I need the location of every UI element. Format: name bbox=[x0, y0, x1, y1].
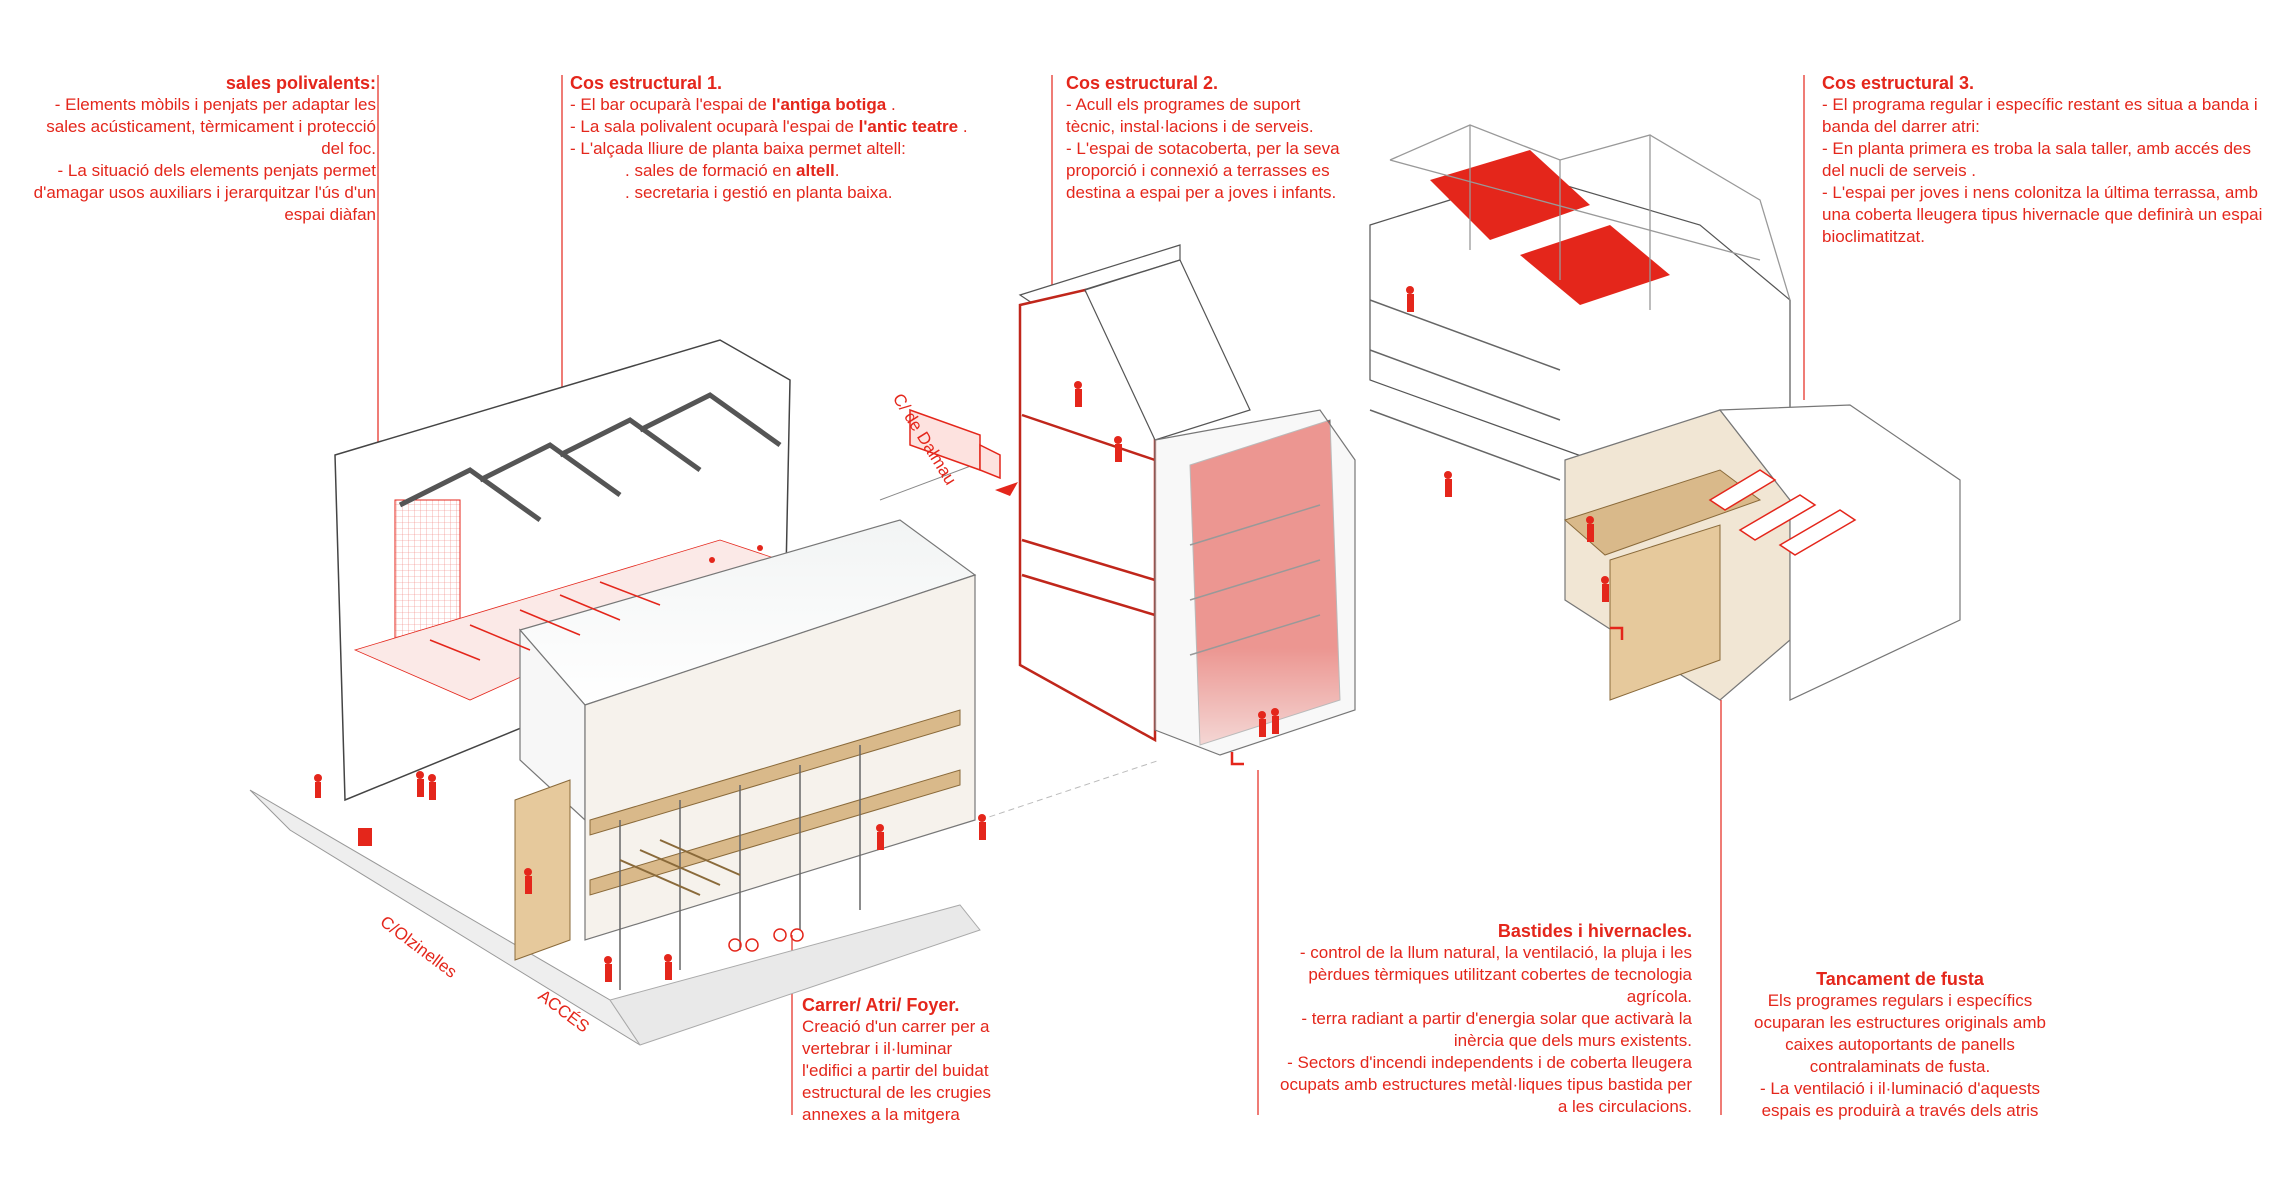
carrer-line: Creació d'un carrer per a bbox=[802, 1017, 990, 1036]
sales-polivalents-line: sales acústicament, tèrmicament i protec… bbox=[46, 117, 376, 136]
street-arrow bbox=[995, 482, 1018, 496]
building-3-workshop bbox=[1369, 124, 1961, 701]
cos3-line: - El programa regular i específic restan… bbox=[1822, 95, 2258, 114]
sales-polivalents-line: - Elements mòbils i penjats per adaptar … bbox=[54, 95, 376, 114]
cos3-line: del nucli de serveis . bbox=[1822, 161, 1977, 180]
sales-polivalents-line: d'amagar usos auxiliars i jerarquitzar l… bbox=[33, 183, 376, 202]
cos3-title: Cos estructural 3. bbox=[1822, 73, 1975, 93]
cos1-line-5: . secretaria i gestió en planta baixa. bbox=[625, 183, 893, 202]
bastides-line: a les circulacions. bbox=[1557, 1097, 1692, 1116]
cos3-line: banda del darrer atri: bbox=[1822, 117, 1980, 136]
cos3-line: bioclimatitzat. bbox=[1822, 227, 1925, 246]
cos1-line-2: - La sala polivalent ocuparà l'espai de … bbox=[570, 117, 968, 136]
tancament-title: Tancament de fusta bbox=[1816, 969, 1984, 989]
sales-polivalents-line: - La situació dels elements penjats perm… bbox=[57, 161, 376, 180]
cos1-line-4: . sales de formació en altell. bbox=[625, 161, 840, 180]
cos-estructural-3-note: Cos estructural 3. - El programa regular… bbox=[1822, 72, 2262, 248]
carrer-line: l'edifici a partir del buidat bbox=[802, 1061, 989, 1080]
sales-polivalents-title: sales polivalents: bbox=[225, 73, 376, 93]
bastides-line: - terra radiant a partir d'energia solar… bbox=[1301, 1009, 1692, 1028]
cos2-line: proporció i connexió a terrasses es bbox=[1066, 161, 1330, 180]
sales-polivalents-note: sales polivalents: - Elements mòbils i p… bbox=[20, 72, 376, 226]
bastides-line: pèrdues tèrmiques utilitzant cobertes de… bbox=[1308, 965, 1692, 984]
cos3-line: - L'espai per joves i nens colonitza la … bbox=[1822, 183, 2259, 202]
carrer-title: Carrer/ Atri/ Foyer. bbox=[802, 995, 960, 1015]
bastides-line: agrícola. bbox=[1626, 987, 1692, 1006]
tancament-line: contralaminats de fusta. bbox=[1809, 1057, 1991, 1076]
cos3-line: - En planta primera es troba la sala tal… bbox=[1822, 139, 2251, 158]
carrer-atri-foyer-note: Carrer/ Atri/ Foyer. Creació d'un carrer… bbox=[802, 994, 1062, 1126]
sales-polivalents-line: del foc. bbox=[321, 139, 376, 158]
cos2-line: - L'espai de sotacoberta, per la seva bbox=[1066, 139, 1340, 158]
tancament-line: ocuparan les estructures originals amb bbox=[1754, 1013, 2046, 1032]
bastides-line: - Sectors d'incendi independents i de co… bbox=[1287, 1053, 1692, 1072]
cos2-title: Cos estructural 2. bbox=[1066, 73, 1219, 93]
bastides-line: ocupats amb estructures metàl·liques tip… bbox=[1280, 1075, 1692, 1094]
carrer-line: estructural de les crugies bbox=[802, 1083, 991, 1102]
bastides-line: - control de la llum natural, la ventila… bbox=[1299, 943, 1692, 962]
cos-estructural-2-note: Cos estructural 2. - Acull els programes… bbox=[1066, 72, 1396, 204]
cos3-line: una coberta lleugera tipus hivernacle qu… bbox=[1822, 205, 2263, 224]
tancament-fusta-note: Tancament de fusta Els programes regular… bbox=[1730, 968, 2070, 1122]
tancament-line: caixes autoportants de panells bbox=[1785, 1035, 2015, 1054]
tancament-line: - La ventilació i il·luminació d'aquests bbox=[1759, 1079, 2041, 1098]
bastides-hivernacles-note: Bastides i hivernacles. - control de la … bbox=[1262, 920, 1692, 1118]
street-ground bbox=[249, 454, 1161, 1046]
delivery-truck bbox=[909, 408, 1001, 480]
bastides-line: inèrcia que dels murs existents. bbox=[1453, 1031, 1692, 1050]
cos2-line: - Acull els programes de suport bbox=[1066, 95, 1301, 114]
cos1-line-1: - El bar ocuparà l'espai de l'antiga bot… bbox=[570, 95, 896, 114]
building-2-services bbox=[1018, 244, 1356, 766]
carrer-line: vertebrar i il·luminar bbox=[802, 1039, 953, 1058]
bastides-title: Bastides i hivernacles. bbox=[1497, 921, 1692, 941]
sales-polivalents-line: espai diàfan bbox=[284, 205, 376, 224]
tancament-line: Els programes regulars i específics bbox=[1767, 991, 2033, 1010]
cos-estructural-1-note: Cos estructural 1. - El bar ocuparà l'es… bbox=[570, 72, 990, 204]
carrer-line: annexes a la mitgera bbox=[802, 1105, 960, 1124]
tancament-line: espais es produirà a través dels atris bbox=[1761, 1101, 2039, 1120]
cos1-title: Cos estructural 1. bbox=[570, 73, 723, 93]
cos2-line: tècnic, instal·lacions i de serveis. bbox=[1066, 117, 1314, 136]
building-1-theatre bbox=[314, 339, 986, 990]
cos1-line-3: - L'alçada lliure de planta baixa permet… bbox=[570, 139, 906, 158]
cos2-line: destina a espai per a joves i infants. bbox=[1066, 183, 1337, 202]
